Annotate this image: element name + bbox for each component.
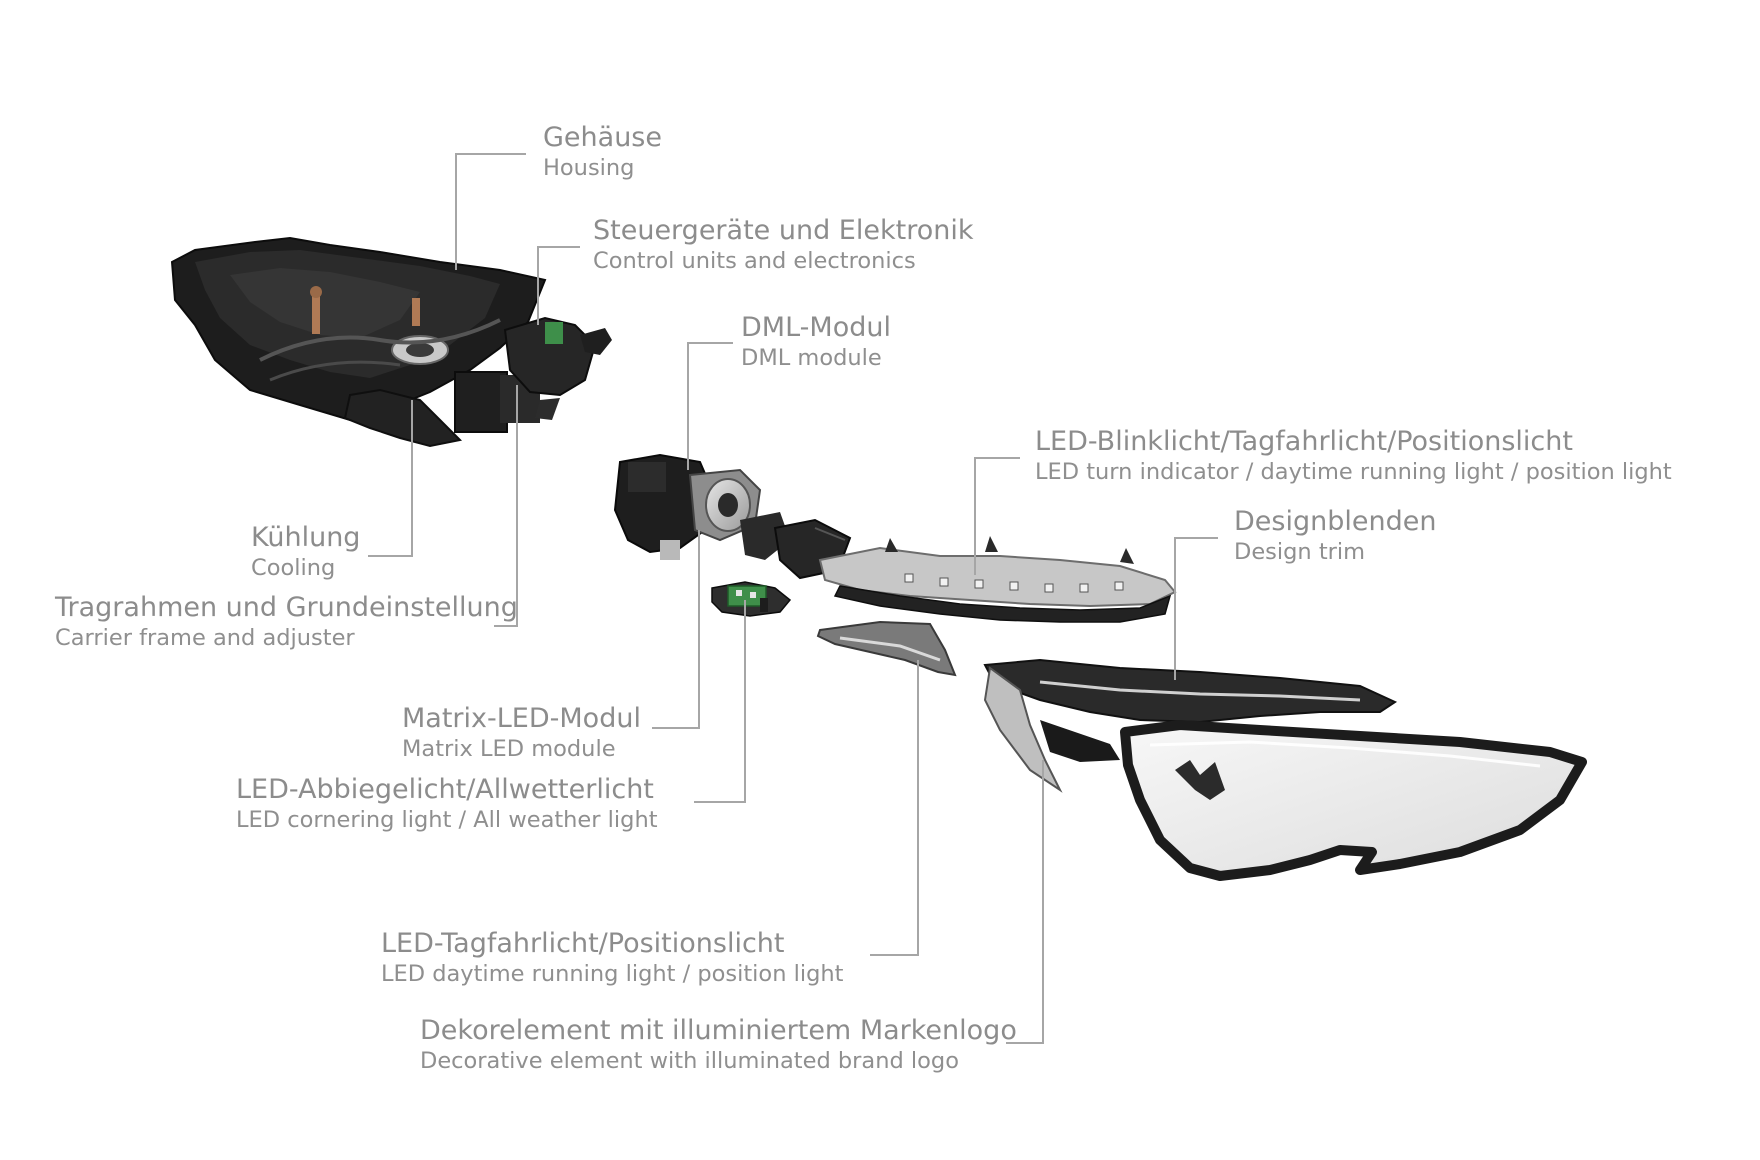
label-decorative-element: Dekorelement mit illuminiertem Markenlog… (420, 1015, 1017, 1074)
label-cornering-light: LED-Abbiegelicht/Allwetterlicht LED corn… (236, 774, 658, 833)
label-carrier-frame-de: Tragrahmen und Grundeinstellung (55, 592, 518, 623)
label-design-trim: Designblenden Design trim (1234, 506, 1436, 565)
label-dml-module-de: DML-Modul (741, 312, 891, 343)
label-cornering-light-de: LED-Abbiegelicht/Allwetterlicht (236, 774, 654, 805)
label-housing-de: Gehäuse (543, 122, 662, 153)
leader-line-turn-indicator (974, 457, 1020, 575)
label-control-units-en: Control units and electronics (593, 247, 916, 274)
label-cooling: Kühlung Cooling (251, 522, 360, 581)
lens-cover-part (1120, 720, 1587, 881)
label-cooling-de: Kühlung (251, 522, 361, 553)
label-turn-indicator: LED-Blinklicht/Tagfahrlicht/Positionslic… (1035, 426, 1672, 485)
matrix-led-module-part (711, 581, 792, 617)
label-design-trim-en: Design trim (1234, 538, 1366, 565)
label-decorative-element-de: Dekorelement mit illuminiertem Markenlog… (420, 1015, 1017, 1046)
leader-line-housing (455, 153, 526, 270)
label-matrix-led-en: Matrix LED module (402, 735, 616, 762)
leader-line-design-trim (1174, 537, 1218, 680)
label-dml-module-en: DML module (741, 344, 882, 371)
label-carrier-frame: Tragrahmen und Grundeinstellung Carrier … (55, 592, 518, 651)
design-trim-part (983, 658, 1398, 793)
label-control-units: Steuergeräte und Elektronik Control unit… (593, 215, 973, 274)
leader-line-daytime-light (870, 660, 919, 956)
label-control-units-de: Steuergeräte und Elektronik (593, 215, 974, 246)
label-daytime-light: LED-Tagfahrlicht/Positionslicht LED dayt… (381, 928, 843, 987)
leader-line-matrix-led (652, 530, 700, 729)
label-turn-indicator-de: LED-Blinklicht/Tagfahrlicht/Positionslic… (1035, 426, 1573, 457)
leader-lines (368, 153, 1218, 1044)
label-daytime-light-de: LED-Tagfahrlicht/Positionslicht (381, 928, 785, 959)
label-housing: Gehäuse Housing (543, 122, 662, 181)
label-cooling-en: Cooling (251, 554, 336, 581)
leader-line-dml-module (687, 342, 733, 470)
dml-module-part (613, 453, 790, 560)
label-matrix-led-de: Matrix-LED-Modul (402, 703, 641, 734)
label-housing-en: Housing (543, 154, 635, 181)
daytime-light-part (816, 620, 957, 677)
label-design-trim-de: Designblenden (1234, 506, 1437, 537)
label-dml-module: DML-Modul DML module (741, 312, 891, 371)
label-daytime-light-en: LED daytime running light / position lig… (381, 960, 844, 987)
leader-line-cornering-light (694, 600, 746, 803)
leader-line-carrier-frame (494, 385, 518, 627)
housing-part (170, 236, 612, 448)
label-carrier-frame-en: Carrier frame and adjuster (55, 624, 355, 651)
label-turn-indicator-en: LED turn indicator / daytime running lig… (1035, 458, 1672, 485)
leader-line-cooling (368, 400, 413, 557)
leader-line-decorative-element (1006, 760, 1044, 1044)
turn-indicator-strip-part (818, 536, 1177, 623)
label-decorative-element-en: Decorative element with illuminated bran… (420, 1047, 959, 1074)
label-matrix-led: Matrix-LED-Modul Matrix LED module (402, 703, 641, 762)
leader-line-control-units (537, 246, 580, 325)
label-cornering-light-en: LED cornering light / All weather light (236, 806, 658, 833)
